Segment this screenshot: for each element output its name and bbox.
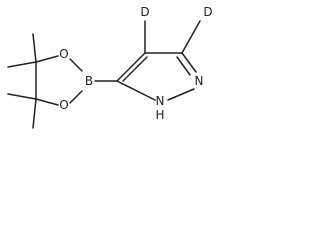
chemical-structure-diagram: D D B O O N N H bbox=[7, 5, 213, 129]
bond-methyl-lower-bottom bbox=[32, 98, 37, 129]
bond-c3-n2 bbox=[181, 52, 197, 73]
bond-n1-c5 bbox=[116, 80, 156, 101]
bond-methyl-upper-top bbox=[32, 33, 37, 63]
atom-label-oxygen-lower: O bbox=[59, 98, 68, 112]
atom-label-deuterium-c3: D bbox=[203, 5, 212, 19]
bond-c3-n2-double bbox=[176, 56, 191, 76]
bond-c3-deuterium bbox=[181, 20, 201, 54]
bond-methyl-lower-left bbox=[7, 93, 37, 100]
atom-label-hydrogen-nh: H bbox=[155, 108, 164, 122]
bond-c5-c4 bbox=[116, 52, 146, 82]
bond-c-o-upper bbox=[35, 55, 59, 63]
atom-label-nitrogen-ring: N bbox=[195, 74, 204, 88]
bond-c-o-lower bbox=[35, 98, 59, 106]
bond-o-b-upper bbox=[69, 58, 83, 72]
bond-o-b-lower bbox=[69, 90, 83, 104]
bond-methyl-upper-left bbox=[7, 61, 37, 68]
atom-label-boron: B bbox=[85, 74, 93, 88]
atom-label-deuterium-c4: D bbox=[140, 5, 149, 19]
atom-label-oxygen-upper: O bbox=[59, 47, 68, 61]
bond-c5-c4-double bbox=[122, 56, 148, 82]
atom-label-nitrogen-nh: N bbox=[156, 94, 165, 108]
bond-n2-n1 bbox=[167, 88, 195, 101]
